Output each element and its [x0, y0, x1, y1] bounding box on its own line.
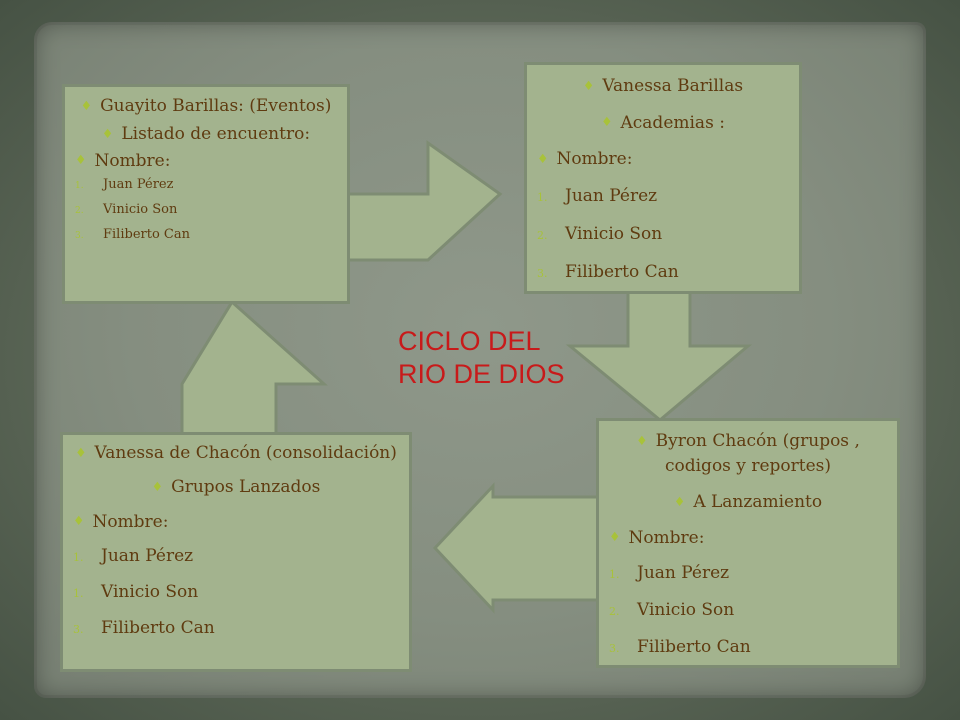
nombre-label: ♦Nombre: — [537, 149, 633, 169]
bullet-icon: ♦ — [582, 78, 595, 94]
list-item: 1.Juan Pérez — [73, 546, 194, 566]
box-subheading: ♦Grupos Lanzados — [151, 477, 321, 497]
nombre-label: ♦Nombre: — [75, 150, 171, 171]
list-item: 1.Juan Pérez — [75, 177, 174, 192]
bullet-icon: ♦ — [609, 530, 621, 545]
list-item: 2.Vinicio Son — [537, 223, 663, 244]
box-guayito-barillas: ♦Guayito Barillas: (Eventos) ♦Listado de… — [62, 84, 350, 304]
box-vanessa-barillas: ♦Vanessa Barillas ♦Academias : ♦Nombre: … — [524, 62, 802, 294]
nombre-label: ♦Nombre: — [609, 527, 705, 548]
bullet-icon: ♦ — [73, 514, 85, 529]
box-subheading: ♦Academias : — [601, 112, 725, 133]
bullet-icon: ♦ — [636, 434, 648, 449]
box-heading: ♦Byron Chacón (grupos , codigos y report… — [636, 431, 860, 476]
box-vanessa-de-chacon: ♦Vanessa de Chacón (consolidación) ♦Grup… — [60, 432, 412, 672]
title-line-1: CICLO DEL — [398, 326, 541, 356]
list-item: 3.Filiberto Can — [75, 227, 190, 242]
arrow-up — [180, 299, 328, 436]
bullet-icon: ♦ — [673, 494, 686, 510]
box-heading: ♦Vanessa de Chacón (consolidación) — [73, 441, 399, 466]
list-item: 1.Juan Pérez — [537, 185, 658, 206]
arrow-right — [344, 140, 503, 262]
list-item: 3.Filiberto Can — [609, 637, 751, 657]
bullet-icon: ♦ — [151, 479, 164, 495]
diagram-title: CICLO DEL RIO DE DIOS — [398, 325, 598, 391]
bullet-icon: ♦ — [537, 151, 549, 167]
bullet-icon: ♦ — [80, 99, 93, 114]
title-line-2: RIO DE DIOS — [398, 359, 565, 389]
arrow-left — [432, 482, 606, 614]
box-subheading: ♦A Lanzamiento — [673, 492, 823, 512]
box-subheading: ♦Listado de encuentro: — [101, 124, 311, 144]
list-item: 2.Vinicio Son — [75, 202, 178, 217]
box-heading: ♦Vanessa Barillas — [582, 76, 744, 96]
arrow-down — [565, 288, 753, 422]
bullet-icon: ♦ — [75, 153, 87, 168]
list-item: 1.Vinicio Son — [73, 582, 199, 602]
bullet-icon: ♦ — [101, 126, 114, 142]
list-item: 3.Filiberto Can — [537, 261, 679, 282]
bullet-icon: ♦ — [75, 446, 87, 461]
box-heading: ♦Guayito Barillas: (Eventos) — [80, 96, 332, 116]
box-byron-chacon: ♦Byron Chacón (grupos , codigos y report… — [596, 418, 900, 668]
nombre-label: ♦Nombre: — [73, 511, 169, 532]
list-item: 3.Filiberto Can — [73, 618, 215, 638]
list-item: 1.Juan Pérez — [609, 563, 730, 583]
list-item: 2.Vinicio Son — [609, 600, 735, 620]
bullet-icon: ♦ — [601, 115, 613, 130]
